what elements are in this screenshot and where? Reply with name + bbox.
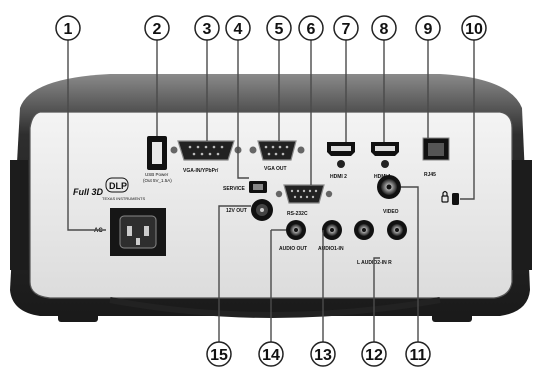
svg-text:13: 13 (314, 347, 332, 364)
rs232c-label: RS-232C (287, 211, 308, 217)
usb-power-sub-label: (Out 5V_1.5A) (143, 178, 172, 183)
callout-6: 6 (298, 15, 324, 41)
video-label: VIDEO (383, 209, 399, 215)
twelve-v-out-jack: 12V OUT (226, 199, 273, 221)
svg-text:2: 2 (153, 21, 162, 38)
audio-out-label: AUDIO OUT (279, 246, 307, 252)
vga-in-port: VGA-IN/YPbPr/ (170, 140, 242, 174)
vga-out-label: VGA OUT (264, 166, 287, 172)
callout-7: 7 (333, 15, 359, 41)
callout-12: 12 (361, 341, 387, 367)
callout-13: 13 (310, 341, 336, 367)
hdmi2-port: HDMI 2 (327, 142, 355, 180)
audio2-in-ports: L AUDIO2-IN R (354, 220, 407, 266)
svg-text:6: 6 (307, 21, 316, 38)
vga-in-label: VGA-IN/YPbPr/ (183, 168, 219, 174)
ac-label: AC (94, 228, 103, 234)
rj45-label: RJ45 (424, 172, 436, 178)
callout-4: 4 (225, 15, 251, 41)
twelve-v-out-label: 12V OUT (226, 208, 247, 214)
svg-text:3: 3 (203, 21, 212, 38)
full3d-logo: Full 3D (73, 187, 104, 197)
callout-8: 8 (371, 15, 397, 41)
svg-text:15: 15 (210, 347, 228, 364)
callout-10: 10 (461, 15, 487, 41)
leader-lines (67, 40, 475, 342)
svg-text:14: 14 (262, 347, 280, 364)
service-label: SERVICE (223, 186, 246, 192)
svg-text:DLP: DLP (109, 181, 127, 191)
svg-text:7: 7 (342, 21, 351, 38)
svg-text:10: 10 (465, 21, 483, 38)
hdmi2-label: HDMI 2 (330, 174, 347, 180)
video-port: VIDEO (377, 175, 401, 215)
svg-text:8: 8 (380, 21, 389, 38)
svg-text:TEXAS INSTRUMENTS: TEXAS INSTRUMENTS (102, 196, 145, 201)
callout-1: 1 (55, 15, 81, 41)
audio1-in-label: AUDIO1-IN (318, 246, 344, 252)
callout-11: 11 (405, 341, 431, 367)
audio-out-port: AUDIO OUT (279, 220, 307, 252)
ac-power-socket: AC (94, 208, 166, 256)
svg-text:11: 11 (410, 347, 427, 364)
callout-5: 5 (266, 15, 292, 41)
svg-text:12: 12 (365, 347, 383, 364)
svg-text:9: 9 (424, 21, 433, 38)
dlp-logo: DLP TEXAS INSTRUMENTS (102, 177, 145, 201)
rj45-port: RJ45 (422, 137, 450, 178)
vga-out-port: VGA OUT (249, 140, 305, 172)
kensington-lock-slot (441, 190, 459, 205)
callout-15: 15 (206, 341, 232, 367)
service-port: SERVICE (223, 181, 267, 193)
svg-text:4: 4 (234, 21, 243, 38)
svg-text:1: 1 (64, 21, 73, 38)
callout-3: 3 (194, 15, 220, 41)
callout-14: 14 (258, 341, 284, 367)
svg-text:5: 5 (275, 21, 284, 38)
rs232c-port: RS-232C (275, 184, 333, 217)
usb-power-label: USB Power (145, 172, 169, 177)
usb-power-port: USB Power (Out 5V_1.5A) (143, 136, 172, 183)
audio1-in-port: AUDIO1-IN (318, 220, 344, 252)
callout-9: 9 (415, 15, 441, 41)
callout-2: 2 (144, 15, 170, 41)
svg-text:Full 3D: Full 3D (73, 187, 104, 197)
